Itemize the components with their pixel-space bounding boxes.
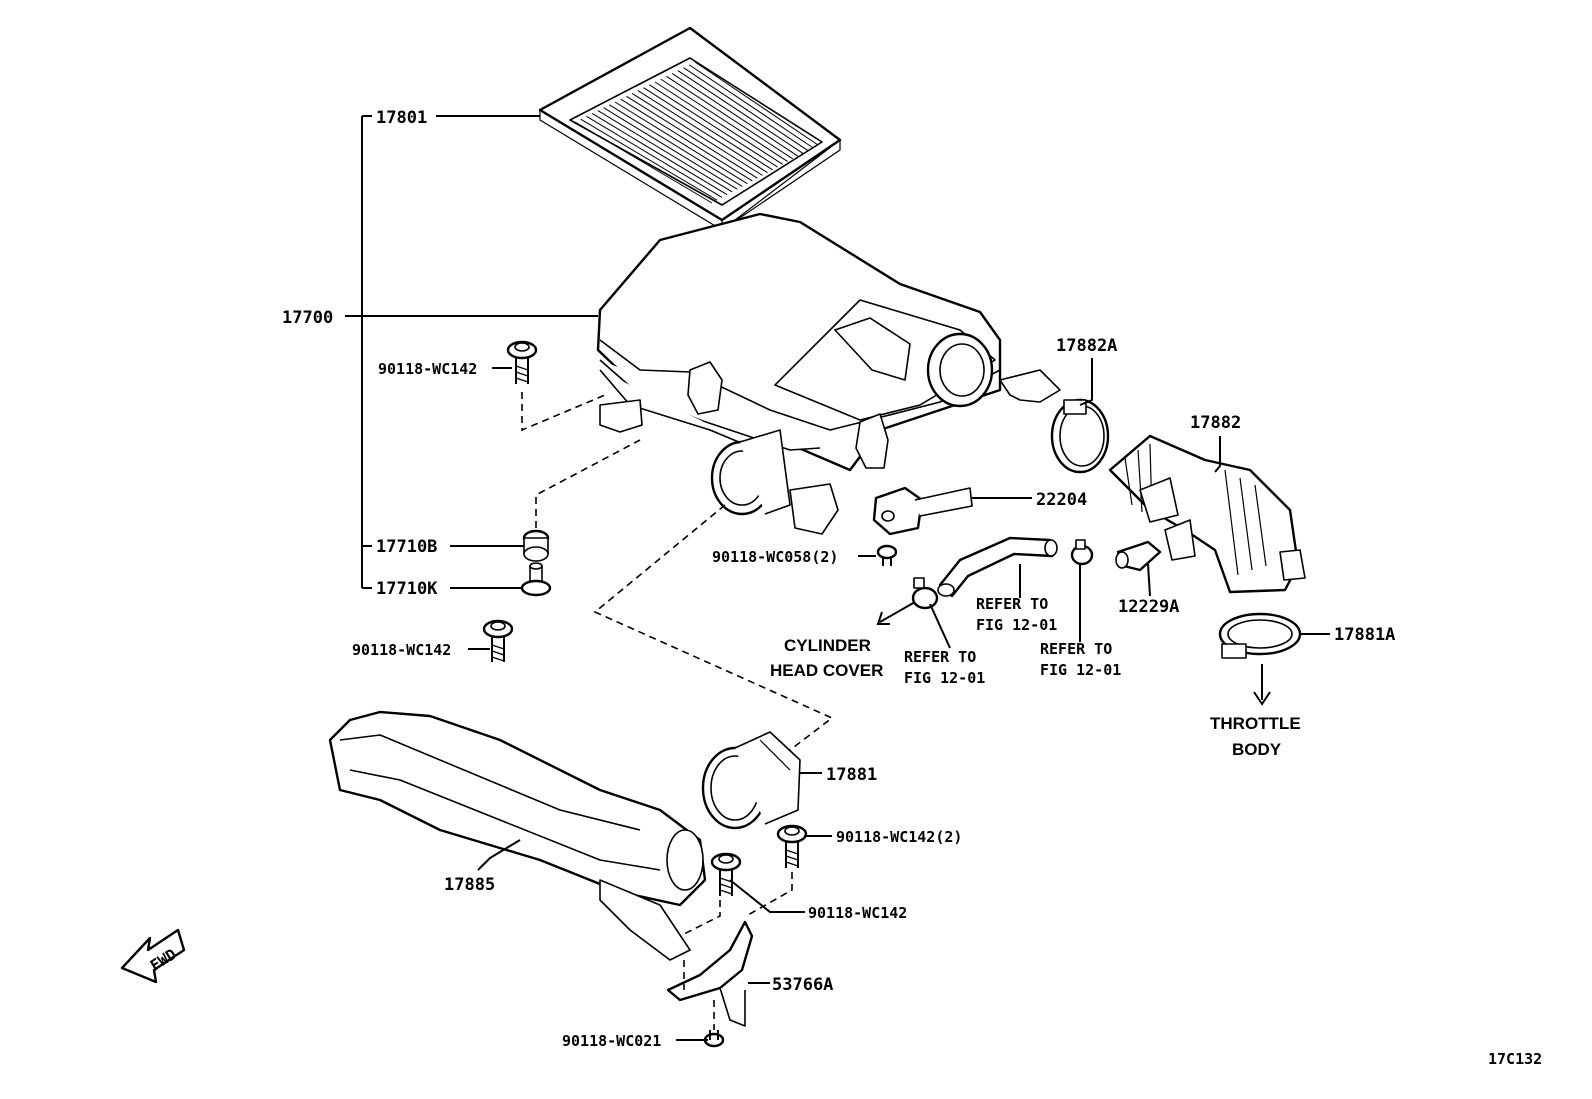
note-refer1-line1: REFER TO	[904, 648, 976, 666]
filter-pleat	[574, 121, 713, 204]
grommet-17710b-icon[interactable]	[522, 529, 550, 562]
reference-notes: CYLINDER HEAD COVER REFER TO FIG 12-01 R…	[770, 595, 1301, 759]
diagram-code: 17C132	[1488, 1050, 1542, 1068]
label-17881a[interactable]: 17881A	[1334, 625, 1395, 645]
filter-pleat	[586, 115, 723, 198]
note-cylinder-line2: HEAD COVER	[770, 661, 883, 680]
label-bolt-058[interactable]: 90118-WC058(2)	[712, 548, 838, 566]
part-labels: 17801 17700 90118-WC142 17710B 17710K 90…	[282, 108, 1395, 1050]
note-refer1-line2[interactable]: FIG 12-01	[904, 669, 985, 687]
note-throttle-line2: BODY	[1232, 740, 1282, 759]
filter-pleat	[677, 70, 804, 154]
airflow-meter-22204[interactable]	[872, 486, 973, 536]
label-17885[interactable]: 17885	[444, 875, 495, 895]
leader-lines	[345, 115, 1330, 1041]
filter-pleat	[637, 90, 768, 174]
air-inlet-connector-17881[interactable]	[701, 731, 801, 830]
note-refer2-line2[interactable]: FIG 12-01	[976, 616, 1057, 634]
filter-pleat	[609, 104, 743, 187]
air-cleaner-case[interactable]	[596, 212, 1061, 535]
label-17881[interactable]: 17881	[826, 765, 877, 785]
bolt-142-low-icon[interactable]	[710, 852, 742, 896]
fwd-arrow-icon: FWD	[120, 928, 186, 984]
filter-pleat	[591, 113, 728, 196]
filter-pleat	[660, 78, 788, 162]
collar-17710k-icon[interactable]	[520, 562, 552, 597]
label-bolt-142-2[interactable]: 90118-WC142(2)	[836, 828, 962, 846]
label-17882[interactable]: 17882	[1190, 413, 1241, 433]
label-bolt-142-low[interactable]: 90118-WC142	[808, 904, 907, 922]
intake-hose-17882[interactable]	[1108, 434, 1306, 594]
filter-pleat	[654, 81, 783, 165]
label-12229a[interactable]: 12229A	[1118, 597, 1179, 617]
filter-pleat	[643, 87, 773, 171]
label-bolt-021[interactable]: 90118-WC021	[562, 1032, 661, 1050]
label-17700[interactable]: 17700	[282, 308, 333, 328]
hose-clamp-left-icon[interactable]	[911, 577, 939, 610]
bolt-top-icon[interactable]	[506, 340, 538, 384]
filter-pleat	[666, 75, 794, 160]
filter-pleat	[694, 61, 819, 146]
filter-pleat	[671, 73, 799, 157]
hose-clamp-17882a[interactable]	[1050, 398, 1110, 474]
bolt-142-2-icon[interactable]	[776, 824, 808, 868]
filter-pleat	[631, 93, 763, 176]
bolt-mid-icon[interactable]	[482, 619, 514, 662]
hose-clamp-right-icon[interactable]	[1070, 539, 1094, 566]
filter-pleat	[683, 67, 809, 151]
filter-pleat	[689, 64, 814, 149]
label-17882a[interactable]: 17882A	[1056, 336, 1117, 356]
note-refer3-line2[interactable]: FIG 12-01	[1040, 661, 1121, 679]
bolt-021-icon[interactable]	[703, 1030, 725, 1048]
bolt-058-icon[interactable]	[876, 544, 898, 566]
note-refer2-line1: REFER TO	[976, 595, 1048, 613]
label-17710b[interactable]: 17710B	[376, 537, 437, 557]
label-bolt-mid[interactable]: 90118-WC142	[352, 641, 451, 659]
filter-pleat	[614, 101, 748, 185]
label-17710k[interactable]: 17710K	[376, 579, 438, 599]
pcv-elbow-12229a[interactable]	[1115, 540, 1162, 572]
bracket-53766a[interactable]	[666, 920, 754, 1027]
label-53766a[interactable]: 53766A	[772, 975, 833, 995]
breather-hose[interactable]	[937, 536, 1058, 598]
filter-pleat	[580, 118, 718, 201]
label-22204[interactable]: 22204	[1036, 490, 1087, 510]
note-refer3-line1: REFER TO	[1040, 640, 1112, 658]
filter-pleat	[649, 84, 778, 168]
hose-clamp-17881a[interactable]	[1218, 612, 1302, 659]
air-filter-element[interactable]	[538, 26, 842, 232]
filter-pleat	[620, 98, 753, 182]
filter-pleat	[626, 95, 758, 179]
note-throttle-line1: THROTTLE	[1210, 714, 1301, 733]
note-cylinder-line1: CYLINDER	[784, 636, 871, 655]
label-17801[interactable]: 17801	[376, 108, 427, 128]
air-intake-duct-17885[interactable]	[328, 710, 707, 961]
filter-pleat	[603, 107, 738, 190]
filter-pleat	[597, 110, 733, 193]
label-bolt-top[interactable]: 90118-WC142	[378, 360, 477, 378]
